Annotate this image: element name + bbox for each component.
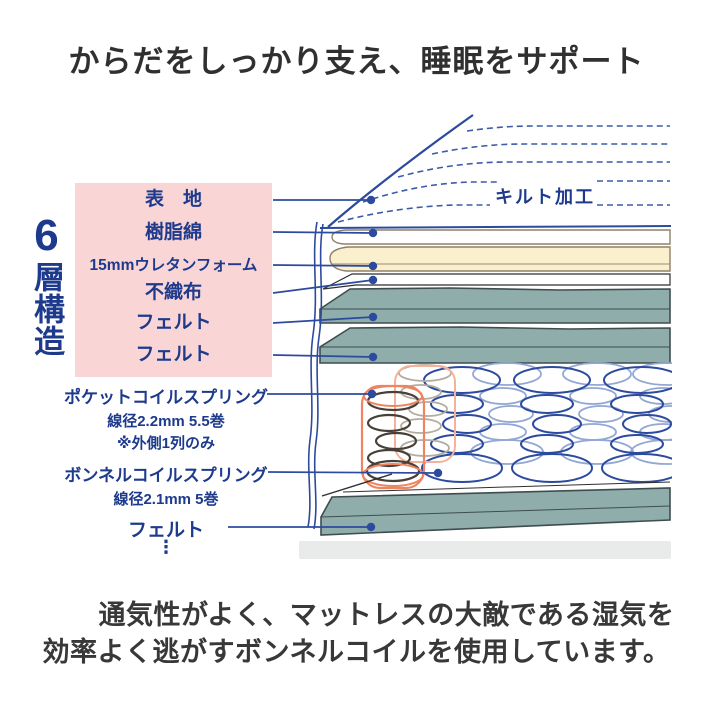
layer-label-felt-1: フェルト (135, 312, 212, 333)
bottom-layers (320, 473, 671, 536)
footer-line-1: 通気性がよく、マットレスの大敵である湿気を (98, 600, 675, 630)
layer-label-felt-2: フェルト (135, 344, 212, 365)
layer-count-text: 層構造 (29, 261, 64, 357)
layer-label-fabric: 表 地 (144, 189, 202, 210)
layer-label-nonwoven: 不織布 (144, 282, 202, 303)
base-shadow (299, 541, 671, 559)
layer-label-urethane: 15mmウレタンフォーム (89, 257, 258, 274)
footer-line-2: 効率よく逃がすボンネルコイルを使用しています。 (42, 637, 671, 667)
pocket-coil (360, 364, 456, 490)
six-layer-label: 6層構造 (22, 211, 71, 357)
bonnell-coils (421, 362, 672, 483)
layer-count: 6 (22, 211, 71, 261)
quilt-stitches (337, 125, 670, 223)
leader-lines (228, 199, 439, 528)
fabric-side-edge (307, 221, 324, 530)
mattress-top-line (319, 225, 672, 229)
leader-dots (366, 195, 443, 532)
layer-labels-box: 表 地 樹脂綿 15mmウレタンフォーム 不織布 フェルト フェルト (75, 183, 272, 377)
footer-text: 通気性がよく、マットレスの大敵である湿気を 効率よく逃がすボンネルコイルを使用し… (0, 597, 713, 671)
layer-label-resin: 樹脂綿 (144, 222, 202, 243)
lifted-cover-edge (327, 114, 474, 228)
page-title: からだをしっかり支え、睡眠をサポート (68, 44, 645, 79)
felt-layers (319, 287, 671, 364)
quilt-label: キルト加工 (495, 187, 595, 207)
mattress-sheets (322, 229, 671, 290)
